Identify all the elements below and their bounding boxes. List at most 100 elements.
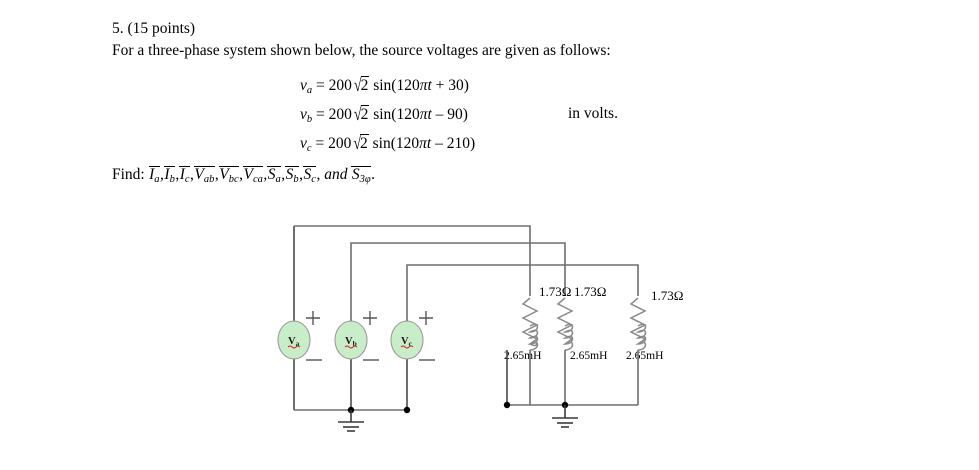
find-items: Ia,Ib,Ic,Vab,Vbc,Vca,Sa,Sb,Sc, [148, 166, 325, 185]
equation-va-function: sin(120 [373, 77, 420, 94]
equation-va-time: t [427, 77, 432, 94]
find-item-s3phi-subscript: 3φ [359, 173, 371, 185]
find-item-subscript: ab [203, 173, 215, 185]
equation-vb-radicand: 2 [360, 105, 370, 123]
equation-vb-amplitude: 200 [328, 106, 352, 123]
source-va-body [277, 320, 311, 360]
find-item-symbol: I [179, 166, 185, 183]
find-item-subscript: bc [228, 173, 239, 185]
equation-vc-equals: = [315, 135, 325, 152]
find-item-subscript: a [275, 173, 281, 185]
find-item-s3phi-symbol: S [351, 166, 360, 183]
find-item-sc: Sc [303, 166, 317, 185]
resistor-3-label: 1.73Ω [651, 288, 683, 303]
find-item-subscript: a [154, 173, 160, 185]
source-vb-label: Vb [345, 336, 357, 348]
equation-vc-phase: – 210) [435, 135, 476, 152]
resistor-3-symbol [629, 297, 647, 345]
source-vb-plus-icon [363, 311, 377, 325]
equation-vb-equals: = [316, 106, 325, 123]
equation-vc-amplitude: 200 [328, 135, 352, 152]
find-item-symbol: I [149, 166, 155, 183]
source-va-plus-icon [306, 311, 320, 325]
equation-vb-function: sin(120 [373, 106, 420, 123]
find-item-subscript: b [169, 173, 175, 185]
find-item-sa: Sa [267, 166, 282, 185]
find-item-ic: Ic [179, 166, 191, 185]
equation-va-pi: π [419, 77, 428, 94]
junction-dot-right-1 [503, 401, 511, 409]
find-item-separator: , [239, 166, 244, 183]
resistor-1-label: 1.73Ω [539, 284, 571, 299]
equation-vc: vc = 200√2 sin(120πt – 210) [300, 134, 740, 163]
find-item-separator: , [160, 166, 164, 183]
find-item-subscript: b [293, 173, 299, 185]
equation-va-phase: + 30) [435, 77, 469, 94]
equation-vb-time: t [427, 106, 432, 123]
source-vc-plus-icon [419, 311, 433, 325]
sqrt-icon: √2 [353, 134, 369, 155]
equation-vc-radicand: 2 [360, 134, 369, 152]
problem-statement: 5. (15 points) For a three-phase system … [112, 18, 812, 62]
ground-symbol-left [338, 410, 364, 432]
junction-dot-left-2 [403, 406, 411, 414]
find-item-separator: , [175, 166, 180, 183]
find-item-sb: Sb [285, 166, 300, 185]
equation-vc-lhs: v [300, 135, 307, 152]
equation-va-amplitude: 200 [328, 77, 352, 94]
inductor-3-label: 2.65mH [626, 350, 663, 362]
equation-va-subscript: a [306, 84, 313, 96]
sqrt-icon: √2 [353, 76, 370, 97]
inductor-2-label: 2.65mH [570, 350, 607, 362]
equation-va-lhs: v [300, 77, 307, 94]
find-item-separator: , [263, 166, 268, 183]
equation-vb-phase: – 90) [435, 106, 468, 123]
source-vc-label: Vc [401, 336, 413, 348]
find-item-symbol: V [243, 166, 253, 183]
equation-block: va = 200√2 sin(120πt + 30) vb = 200√2 si… [300, 76, 740, 163]
find-item-symbol: V [219, 166, 229, 183]
find-line: Find: Ia,Ib,Ic,Vab,Vbc,Vca,Sa,Sb,Sc, and… [112, 166, 375, 185]
units-note: in volts. [568, 105, 618, 122]
equation-vc-pi: π [419, 135, 427, 152]
find-item-separator: , [299, 166, 304, 183]
find-item-separator: , [281, 166, 286, 183]
resistor-1-symbol [521, 297, 539, 345]
find-item-subscript: ca [253, 173, 263, 185]
ground-symbol-right [552, 405, 578, 428]
equation-va-radicand: 2 [360, 76, 370, 94]
wire-vc-to-r3 [406, 264, 639, 320]
equation-va-equals: = [316, 77, 325, 94]
find-item-ib: Ib [163, 166, 176, 185]
source-vc-spellcheck-underline [400, 345, 414, 349]
find-conjunction: and [324, 166, 348, 183]
problem-intro: For a three-phase system shown below, th… [112, 42, 611, 59]
inductor-2-symbol [562, 323, 574, 351]
source-vb-body [334, 320, 368, 360]
wire-va-to-r1 [294, 225, 531, 296]
find-item-symbol: I [164, 166, 170, 183]
find-item-ia: Ia [148, 166, 161, 185]
problem-number: 5. (15 points) [112, 20, 196, 37]
source-va-spellcheck-underline [287, 345, 301, 349]
resistor-2-label: 1.73Ω [574, 284, 606, 299]
source-va-label: Va [288, 336, 300, 348]
find-item-s3phi: S3φ [351, 166, 372, 185]
find-item-subscript: c [311, 173, 316, 185]
equation-vc-function: sin(120 [372, 135, 420, 152]
find-terminator: . [371, 166, 376, 183]
equation-vb-pi: π [419, 106, 428, 123]
find-item-subscript: c [184, 173, 190, 185]
find-item-separator: , [316, 166, 325, 183]
equation-vb-lhs: v [300, 106, 307, 123]
find-item-symbol: V [194, 166, 204, 183]
equation-vb: vb = 200√2 sin(120πt – 90) in volts. [300, 105, 740, 134]
resistor-2-symbol [556, 297, 574, 345]
inductor-1-symbol [527, 323, 539, 351]
find-item-vbc: Vbc [218, 166, 240, 185]
find-item-symbol: S [303, 166, 312, 183]
source-vb-spellcheck-underline [344, 345, 358, 349]
equation-vc-time: t [426, 135, 432, 152]
find-item-vab: Vab [193, 166, 215, 185]
